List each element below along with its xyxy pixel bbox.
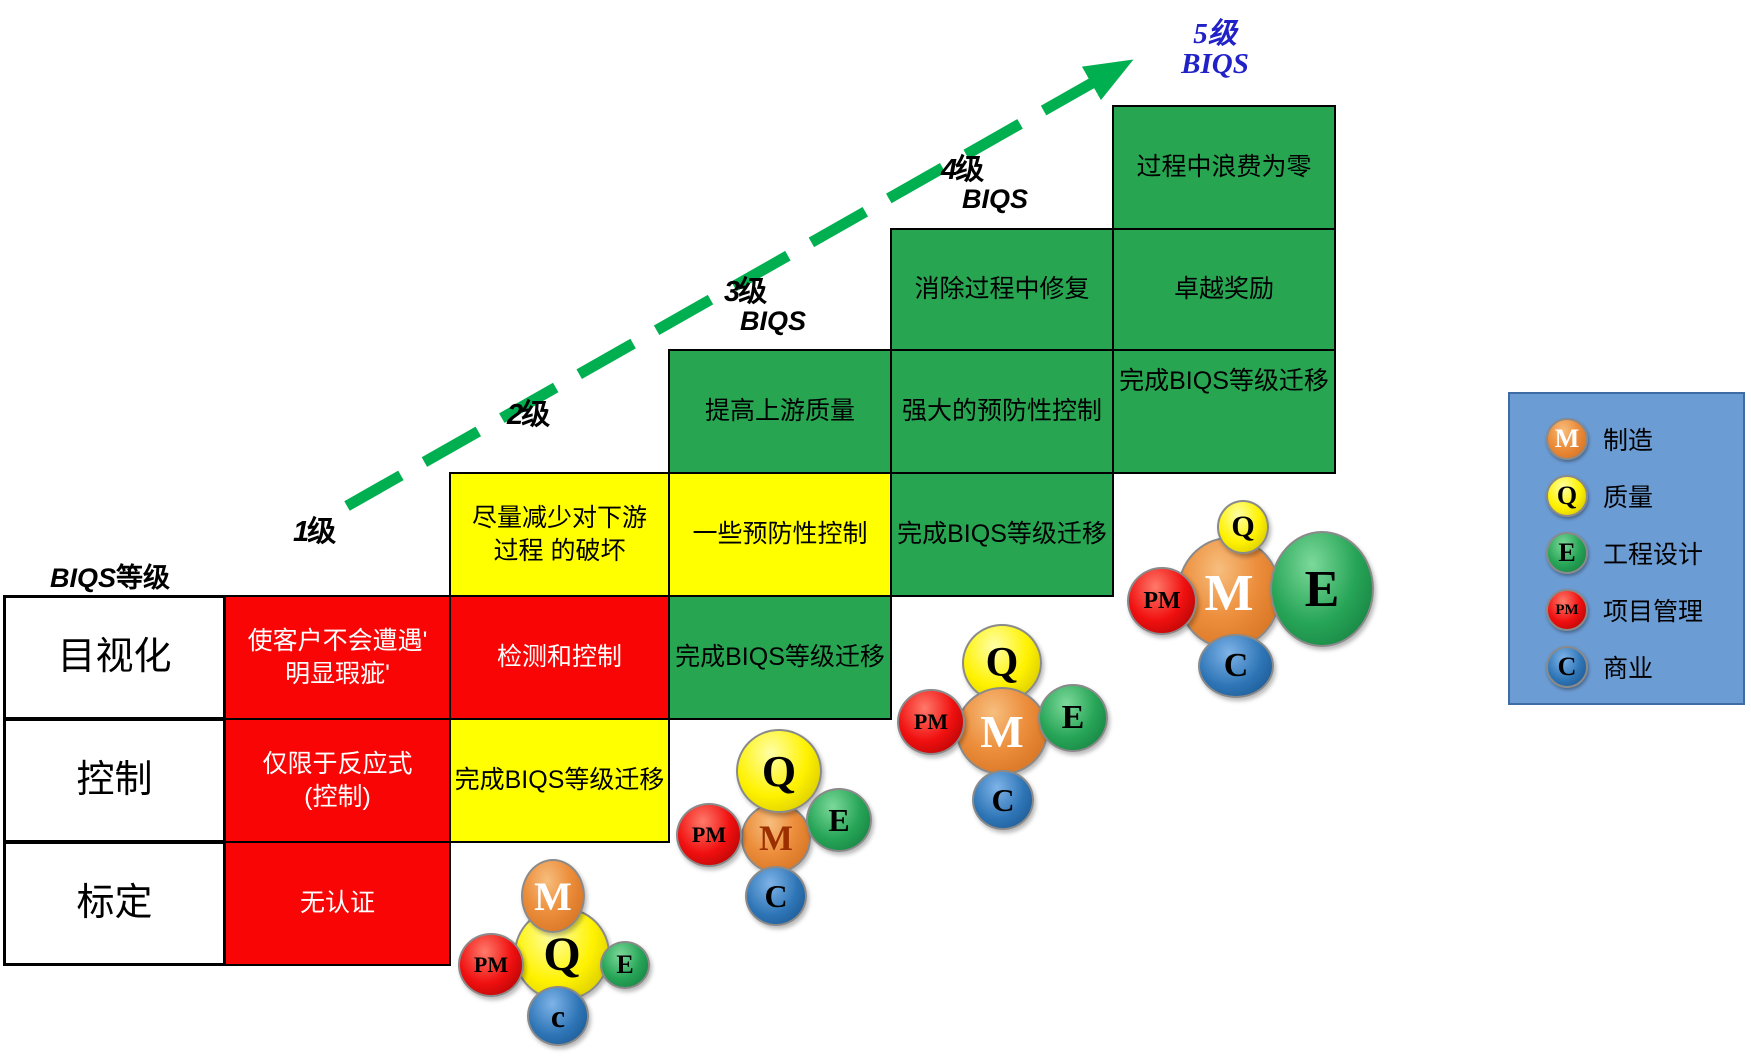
level-1-suffix: 级 [307, 516, 337, 548]
legend-item: M 制造 [1546, 418, 1743, 460]
legend-label: 商业 [1603, 655, 1654, 683]
level-2-label: 2级 [507, 391, 550, 433]
grid-cell: 消除过程中修复 [890, 228, 1114, 351]
cell-text: 标定 [76, 881, 153, 924]
cell-text: 卓越奖励 [1173, 275, 1274, 304]
ball-PM-icon: PM [1127, 567, 1197, 635]
ball-M-icon: M [521, 859, 585, 933]
level-4-label: 4级 [941, 146, 984, 188]
level-1-num: 1 [293, 516, 309, 548]
grid-cell: 完成BIQS等级迁移 [890, 472, 1114, 597]
ball-E-icon: E [1038, 684, 1108, 752]
cell-text: 明显瑕疵' [285, 659, 390, 688]
grid-cell: 提高上游质量 [668, 349, 892, 474]
cell-text: 一些预防性控制 [692, 520, 868, 549]
grid-cell: 卓越奖励 [1112, 228, 1336, 351]
ball-PM-icon: PM [897, 689, 965, 755]
ball-Q-icon: Q [1546, 475, 1588, 517]
cell-text: 提高上游质量 [704, 397, 855, 426]
level-5-biqs-label: BIQS [1181, 48, 1249, 80]
cell-text: (控制) [304, 782, 371, 811]
ball-E-icon: E [806, 788, 872, 852]
ball-Q-icon: Q [962, 624, 1042, 702]
ball-M-icon: M [741, 803, 811, 873]
ball-C-icon: C [1198, 634, 1274, 698]
ball-Q-icon: Q [1217, 500, 1269, 554]
axis-suffix-text: 等级 [116, 563, 171, 593]
level-4-num: 4 [941, 154, 957, 186]
legend-label: 质量 [1603, 484, 1654, 512]
cell-text: 目视化 [57, 635, 172, 678]
level-5-num: 5 [1193, 18, 1208, 50]
grid-cell: 使客户不会遭遇' 明显瑕疵' [224, 595, 451, 720]
level-2-num: 2 [507, 399, 523, 431]
cell-text: 完成BIQS等级迁移 [1119, 367, 1329, 395]
level-5-suffix: 级 [1207, 18, 1237, 50]
biqs-grade-axis-label: BIQS等级 [50, 556, 170, 595]
level-2-suffix: 级 [521, 399, 551, 431]
axis-biqs-text: BIQS [50, 563, 117, 593]
ball-M-icon: M [1546, 418, 1588, 460]
grid-cell: 无认证 [224, 841, 451, 966]
cell-text: 消除过程中修复 [914, 275, 1090, 304]
legend-item: PM 项目管理 [1546, 589, 1743, 631]
level-3-label: 3级 [724, 268, 767, 310]
level-1-label: 1级 [293, 508, 336, 550]
grid-cell: 尽量减少对下游过程 的破坏 [449, 472, 670, 597]
cell-text: 无认证 [299, 889, 375, 918]
grid-cell: 强大的预防性控制 [890, 349, 1114, 474]
cell-text: 过程中浪费为零 [1136, 153, 1312, 182]
ball-PM-icon: PM [1546, 589, 1588, 631]
ball-PM-icon: PM [676, 803, 742, 867]
grid-cell: 过程中浪费为零 [1112, 105, 1336, 230]
legend-item: Q 质量 [1546, 475, 1743, 517]
cell-text: 完成BIQS等级迁移 [454, 766, 665, 795]
ball-C-icon: C [1546, 646, 1588, 688]
level-4-biqs-label: BIQS [962, 184, 1029, 214]
row-header-cell: 控制 [3, 718, 226, 843]
grid-cell: 仅限于反应式 (控制) [224, 718, 451, 843]
row-header-cell: 标定 [3, 841, 226, 966]
legend-item: C 商业 [1546, 646, 1743, 688]
cell-text: 仅限于反应式 [262, 750, 413, 778]
cell-text: 使客户不会遭遇' [247, 627, 428, 655]
cell-text: 控制 [76, 758, 153, 801]
legend-panel: M 制造 Q 质量 E 工程设计 PM 项目管理 C 商业 [1508, 392, 1745, 705]
cell-text: 过程 的破坏 [493, 536, 626, 565]
cell-text: 强大的预防性控制 [901, 397, 1102, 426]
cell-text: 完成BIQS等级迁移 [897, 520, 1107, 549]
level-4-suffix: 级 [955, 154, 985, 186]
cell-text: 尽量减少对下游 [471, 504, 647, 532]
level-3-suffix: 级 [738, 276, 768, 308]
grid-cell: 检测和控制 [449, 595, 670, 720]
grid-cell: 完成BIQS等级迁移 [1112, 349, 1336, 474]
legend-label: 项目管理 [1603, 598, 1704, 626]
ball-C-icon: C [972, 770, 1034, 830]
grid-cell: 一些预防性控制 [668, 472, 892, 597]
grid-cell: 完成BIQS等级迁移 [668, 595, 892, 720]
level-3-biqs-label: BIQS [740, 306, 807, 336]
ball-E-icon: E [1270, 531, 1374, 647]
cell-text: 检测和控制 [496, 643, 622, 672]
row-header-cell: 目视化 [3, 595, 226, 720]
ball-C-icon: C [745, 866, 807, 926]
ball-PM-icon: PM [458, 933, 524, 997]
ball-E-icon: E [1546, 532, 1588, 574]
legend-label: 制造 [1603, 427, 1654, 455]
cell-text: 完成BIQS等级迁移 [675, 643, 885, 672]
ball-Q-icon: Q [736, 729, 822, 813]
ball-c-icon: c [527, 986, 589, 1046]
level-3-num: 3 [724, 276, 740, 308]
legend-item: E 工程设计 [1546, 532, 1743, 574]
ball-E-icon: E [600, 941, 650, 989]
level-5-label: 5级 [1160, 10, 1270, 52]
grid-cell: 完成BIQS等级迁移 [449, 718, 670, 843]
legend-label: 工程设计 [1603, 541, 1704, 569]
ball-M-icon: M [956, 687, 1048, 775]
